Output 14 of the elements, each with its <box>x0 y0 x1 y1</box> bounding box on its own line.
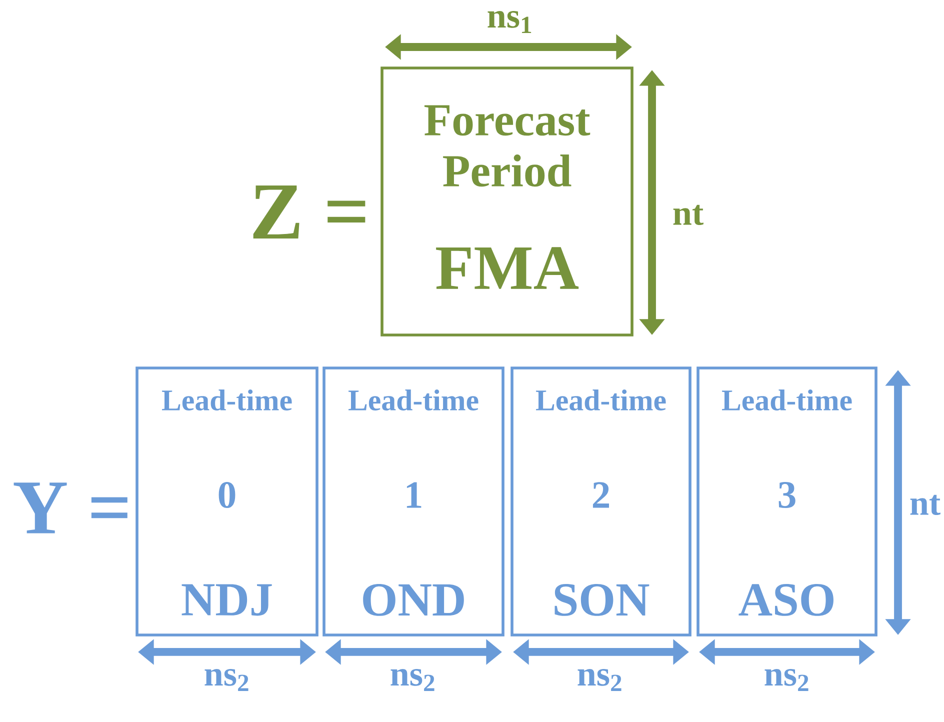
dimension-label: ns$_{2}$ <box>764 668 808 691</box>
equation-symbol: Z = <box>253 186 366 238</box>
dimension-label: ns$_{2}$ <box>578 668 622 691</box>
dimension-label: nt <box>673 204 704 226</box>
matrix-box: Forecast Period FMA <box>380 66 634 336</box>
matrix-box: Lead-time 0 NDJ <box>136 366 318 636</box>
dimension-label: ns$_{2}$ <box>204 668 248 691</box>
dimension-label: ns$_{1}$ <box>488 10 532 33</box>
matrix-box: Lead-time 2 SON <box>510 366 692 636</box>
dimension-label: ns$_{2}$ <box>390 668 434 691</box>
matrix-box: Lead-time 3 ASO <box>696 366 878 636</box>
equation-symbol: Y = <box>14 482 128 534</box>
matrix-box: Lead-time 1 OND <box>322 366 504 636</box>
dimension-label: nt <box>910 494 940 516</box>
